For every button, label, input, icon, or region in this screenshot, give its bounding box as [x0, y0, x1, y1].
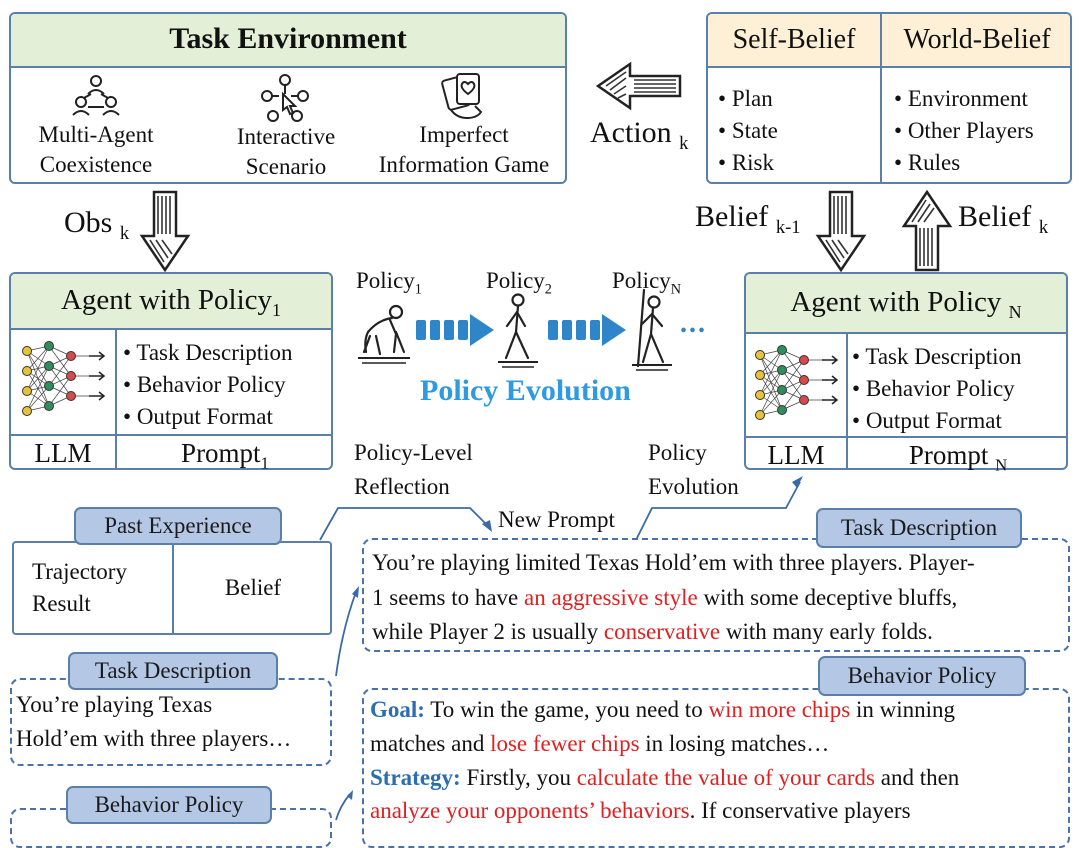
early-human-icon [498, 293, 538, 368]
behavior-big-line2: matches and lose fewer chips in losing m… [370, 731, 830, 756]
behavior-big-line1: Goal: To win the game, you need to win m… [370, 697, 956, 722]
obs-arrow-icon [139, 190, 191, 273]
agent-1-header [11, 274, 331, 330]
evolution-ellipsis: ... [680, 308, 707, 339]
policy-evolution-caption: Policy Evolution [420, 374, 631, 407]
behavior-big-line3: Strategy: Firstly, you calculate the val… [370, 765, 960, 790]
cards-line1: Imperfect [419, 122, 509, 147]
multi-agent-line1: Multi-Agent [38, 122, 154, 147]
agent-1-hdivider [11, 434, 331, 436]
agent-n-item: • Output Format [852, 408, 1002, 433]
past-experience-box: Trajectory Result Belief [12, 541, 332, 635]
task-description-tag: Task Description [816, 508, 1022, 548]
policy-1-label: Policy1 [356, 268, 422, 298]
cards-line2: Information Game [378, 152, 550, 177]
task-description-small-tag: Task Description [68, 652, 278, 690]
agent-1-item: • Output Format [123, 404, 273, 429]
self-belief-item: • Plan [718, 86, 773, 111]
neural-network-icon [755, 345, 839, 420]
belief-cur-label: Belief k [958, 200, 1049, 238]
behavior-policy-tag: Behavior Policy [818, 656, 1026, 696]
multi-agent-line2: Coexistence [39, 152, 153, 177]
interactive-icon [261, 74, 309, 122]
reflection-line1: Policy-Level [354, 440, 473, 465]
evolution-arrow-icon [416, 314, 494, 346]
task-environment-box: Task Environment Multi-Agent Coexistence… [9, 12, 567, 184]
task-big-line2: 1 seems to have an aggressive style with… [372, 585, 958, 610]
multi-agent-icon [72, 75, 120, 116]
policy-2-label: Policy2 [486, 268, 552, 298]
human-with-spear-icon [632, 288, 672, 371]
world-belief-item: • Environment [894, 86, 1028, 111]
task-small-line1: You’re playing Texas [16, 692, 213, 717]
result-label: Result [32, 591, 91, 616]
belief-label: Belief [224, 575, 282, 600]
action-arrow-icon [595, 61, 682, 111]
ape-icon [358, 304, 410, 364]
task-big-line3: while Player 2 is usually conservative w… [372, 619, 933, 644]
task-big-line1: You’re playing limited Texas Hold’em wit… [372, 550, 975, 575]
agent-n-hdivider [746, 436, 1066, 438]
agent-1-box: Agent with Policy1 • Task Description • … [9, 272, 333, 473]
self-belief-item: • Risk [718, 150, 774, 175]
neural-network-icon [22, 341, 106, 416]
world-belief-item: • Other Players [894, 118, 1034, 143]
behavior-policy-small-tag: Behavior Policy [66, 786, 272, 824]
agent-n-box: Agent with Policy N • Task Description •… [744, 272, 1068, 474]
agent-n-title: Agent with Policy N [790, 286, 1022, 322]
agent-1-item: • Task Description [123, 340, 293, 365]
agent-1-llm: LLM [34, 438, 92, 468]
agent-n-header [746, 274, 1066, 334]
reflection-line2: Reflection [354, 474, 450, 499]
agent-n-vdivider [846, 332, 848, 470]
policy-evolution-line1: Policy [648, 440, 707, 465]
obs-label: Obs k [64, 206, 130, 244]
task-small-line2: Hold’em with three players… [16, 726, 292, 751]
self-belief-item: • State [718, 118, 778, 143]
agent-n-item: • Behavior Policy [852, 376, 1015, 401]
policy-n-label: PolicyN [612, 268, 682, 298]
world-belief-title: World-Belief [903, 24, 1051, 55]
world-belief-item: • Rules [894, 150, 961, 175]
belief-prev-arrow-icon [815, 190, 867, 273]
belief-prev-label: Belief k-1 [695, 200, 801, 238]
policy-evolution-line2: Evolution [648, 474, 739, 499]
interactive-line1: Interactive [236, 124, 336, 149]
flow-connector [319, 476, 803, 821]
new-prompt-label: New Prompt [498, 507, 615, 532]
past-experience-divider [172, 543, 174, 633]
agent-n-item: • Task Description [852, 344, 1022, 369]
self-belief-title: Self-Belief [732, 24, 856, 55]
agent-1-item: • Behavior Policy [123, 372, 286, 397]
action-label: Action k [590, 116, 689, 154]
task-description-box [362, 538, 1070, 652]
belief-header [708, 14, 1070, 68]
trajectory-label: Trajectory [32, 559, 127, 584]
cards-icon [441, 73, 483, 120]
agent-1-title: Agent with Policy1 [60, 284, 282, 320]
interactive-line2: Scenario [245, 154, 327, 179]
task-environment-header [11, 14, 565, 68]
task-environment-title: Task Environment [169, 22, 407, 55]
past-experience-tag: Past Experience [74, 507, 282, 545]
agent-n-prompt: Prompt N [908, 440, 1008, 475]
agent-1-vdivider [115, 328, 117, 470]
agent-1-prompt: Prompt1 [181, 438, 269, 473]
belief-cur-arrow-icon [901, 189, 953, 272]
belief-divider [880, 14, 882, 182]
agent-n-llm: LLM [767, 440, 825, 470]
behavior-big-line4: analyze your opponents’ behaviors. If co… [370, 798, 911, 823]
belief-box: Self-Belief World-Belief • Plan • State … [706, 12, 1072, 184]
evolution-arrow-icon [548, 314, 626, 346]
